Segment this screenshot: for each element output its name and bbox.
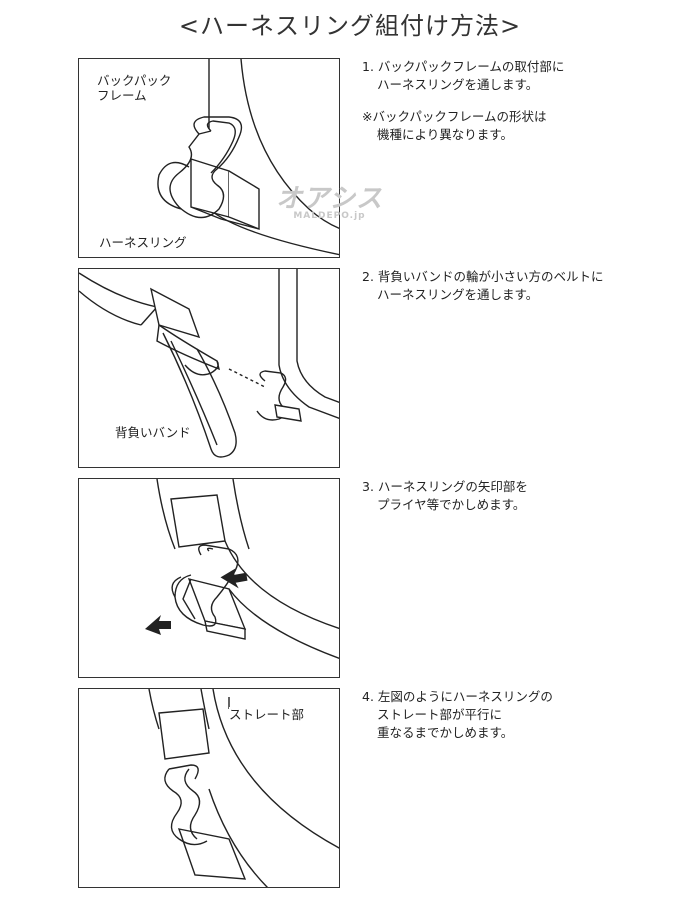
step-2-illustration: 背負いバンド bbox=[78, 268, 340, 468]
step-1-line-1: 1. バックパックフレームの取付部に bbox=[362, 59, 565, 74]
crimp-drawing bbox=[145, 479, 339, 659]
shoulder-band-label: 背負いバンド bbox=[115, 425, 191, 440]
step-3-line-1: 3. ハーネスリングの矢印部を bbox=[362, 479, 528, 494]
page-title: <ハーネスリング組付け方法> bbox=[178, 12, 522, 40]
step-1-illustration: バックパック フレーム ハーネスリング bbox=[78, 58, 340, 258]
band-ring-drawing bbox=[79, 269, 339, 458]
watermark-logo: オアシス MALDEPO.jp bbox=[276, 178, 383, 221]
straight-part-label: ストレート部 bbox=[229, 707, 305, 722]
step-2-line-1: 2. 背負いバンドの輪が小さい方のベルトに bbox=[362, 269, 604, 284]
step-1-text: 1. バックパックフレームの取付部に ハーネスリングを通します。 bbox=[362, 58, 682, 94]
straight-part-drawing bbox=[148, 689, 339, 887]
watermark-sub: MALDEPO.jp bbox=[293, 211, 366, 221]
note-line-2: 機種により異なります。 bbox=[377, 127, 514, 142]
step-1-line-2: ハーネスリングを通します。 bbox=[377, 77, 539, 92]
step-2-text: 2. 背負いバンドの輪が小さい方のベルトに ハーネスリングを通します。 bbox=[362, 268, 682, 304]
watermark-main: オアシス bbox=[276, 184, 383, 214]
step-3-illustration bbox=[78, 478, 340, 678]
step-4-line-1: 4. 左図のようにハーネスリングの bbox=[362, 689, 553, 704]
step-4-line-2: ストレート部が平行に bbox=[377, 707, 503, 722]
step-3-text: 3. ハーネスリングの矢印部を プライヤ等でかしめます。 bbox=[362, 478, 682, 514]
crimp-arrows bbox=[145, 568, 248, 635]
note-line-1: ※バックパックフレームの形状は bbox=[362, 109, 547, 124]
frame-ring-drawing bbox=[157, 59, 339, 256]
step-4-line-3: 重なるまでかしめます。 bbox=[377, 725, 514, 740]
step-2-line-2: ハーネスリングを通します。 bbox=[377, 287, 539, 302]
step-4-illustration: ストレート部 bbox=[78, 688, 340, 888]
frame-label-line1: バックパック bbox=[97, 73, 172, 88]
step-4-text: 4. 左図のようにハーネスリングの ストレート部が平行に 重なるまでかしめます。 bbox=[362, 688, 682, 742]
step-1-note: ※バックパックフレームの形状は 機種により異なります。 bbox=[362, 108, 546, 144]
step-3-line-2: プライヤ等でかしめます。 bbox=[377, 497, 526, 512]
frame-label-line2: フレーム bbox=[97, 88, 147, 103]
harness-ring-label: ハーネスリング bbox=[99, 235, 187, 250]
